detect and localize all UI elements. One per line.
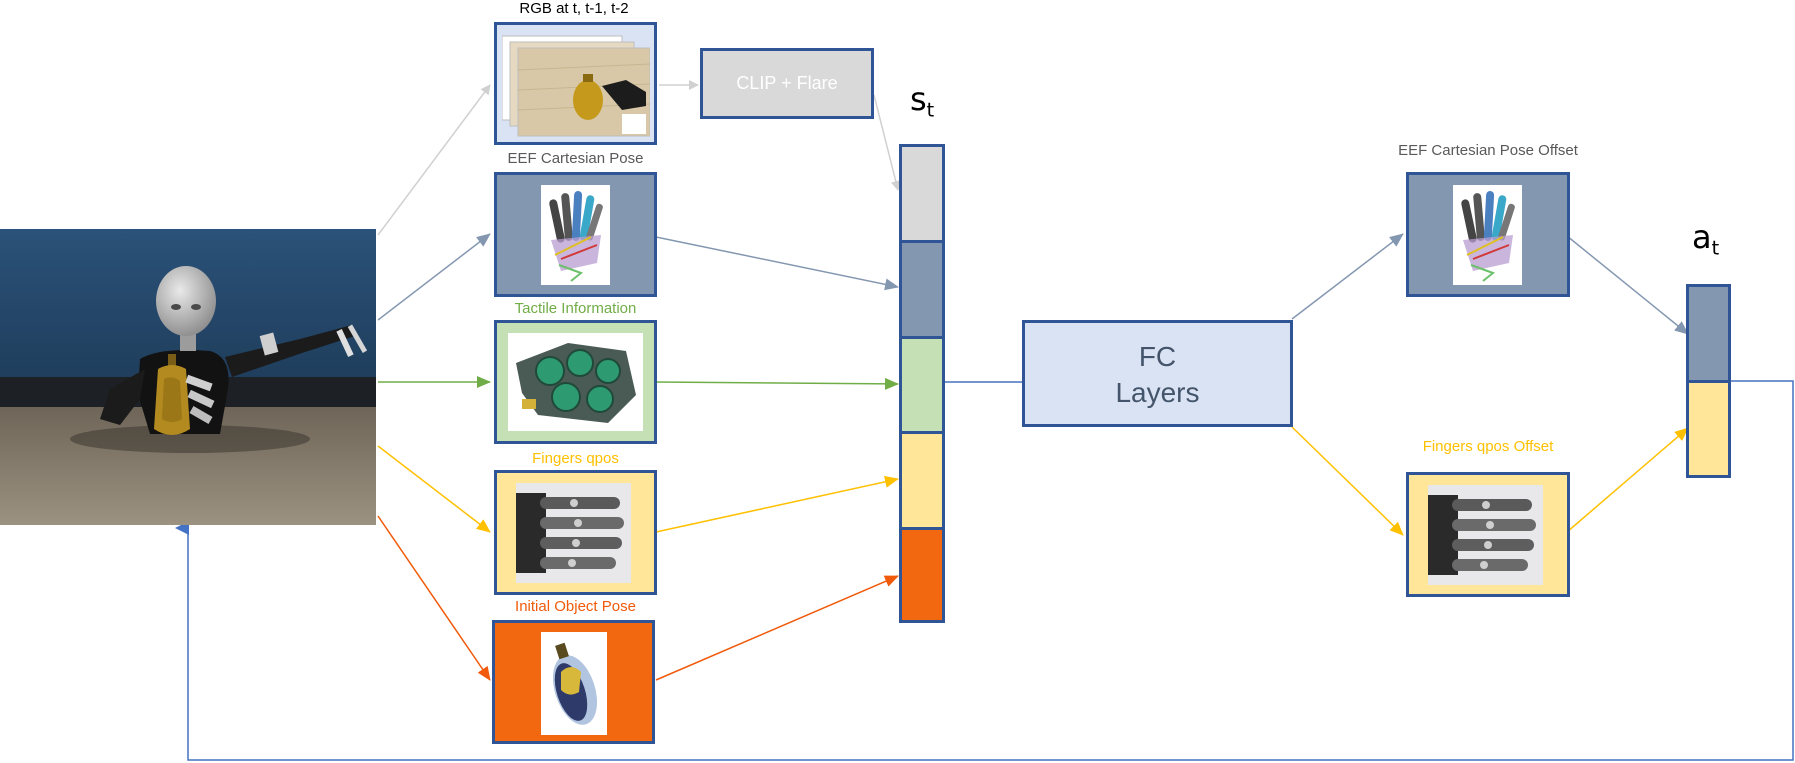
eef-pose-label: EEF Cartesian Pose [507,150,644,167]
arrow-scene-to-eef [377,233,491,321]
state-segment-object [902,530,942,620]
fingers-offset-box [1406,472,1570,597]
eef-hand-image [541,185,610,285]
arrow-eef-offset-to-action [1566,235,1689,335]
arrow-tactile-to-state [655,377,899,390]
eef-pose-box [494,172,657,297]
eef-offset-label: EEF Cartesian Pose Offset [1398,142,1578,159]
state-segment-visual [902,147,942,243]
rgb-frames-label: RGB at t, t-1, t-2 [519,0,629,17]
fingers-offset-image [1428,485,1543,585]
arrow-fingers-offset-to-action [1566,427,1689,533]
fingers-offset-label: Fingers qpos Offset [1422,438,1554,455]
arrow-scene-to-rgb [377,84,491,236]
state-segment-eef [902,243,942,339]
arrow-eef-to-state [655,236,899,291]
arrow-fingers-to-state [655,475,899,533]
rgb-frames-image [502,35,650,137]
object-pose-label: Initial Object Pose [515,598,636,615]
robot-scene-image [0,229,376,525]
arrow-fc-to-fingers-offset [1291,426,1404,536]
arrow-object-to-state [655,575,899,681]
state-vector [899,144,945,623]
tactile-label: Tactile Information [514,300,637,317]
rgb-frames-box [494,22,657,145]
action-symbol: at [1692,218,1720,260]
arrow-clip-to-state [873,94,901,191]
arrow-scene-to-fingers [377,445,491,533]
action-segment-eef [1689,287,1728,383]
arrow-scene-to-object [377,515,491,681]
action-vector [1686,284,1731,478]
fingers-qpos-box [494,470,657,595]
clip-flare-label: CLIP + Flare [736,73,838,93]
state-symbol: st [910,80,935,122]
fc-layers-box: FC Layers [1022,320,1293,427]
object-pose-box [492,620,655,744]
state-segment-tactile [902,339,942,434]
arrow-fc-to-eef-offset [1291,233,1404,320]
object-pose-image [541,632,607,735]
fc-layers-line1: FC [1138,341,1177,372]
clip-flare-box: CLIP + Flare [700,48,874,119]
state-segment-fingers [902,434,942,530]
action-segment-fingers [1689,383,1728,475]
fc-layers-line2: Layers [1115,377,1200,408]
fingers-qpos-label: Fingers qpos [532,450,619,467]
eef-offset-hand-image [1453,185,1522,285]
eef-offset-box [1406,172,1570,297]
tactile-sensor-image [508,333,643,431]
feedback-loop-arrow [175,380,1794,761]
tactile-box [494,320,657,444]
fingers-image [516,483,631,583]
